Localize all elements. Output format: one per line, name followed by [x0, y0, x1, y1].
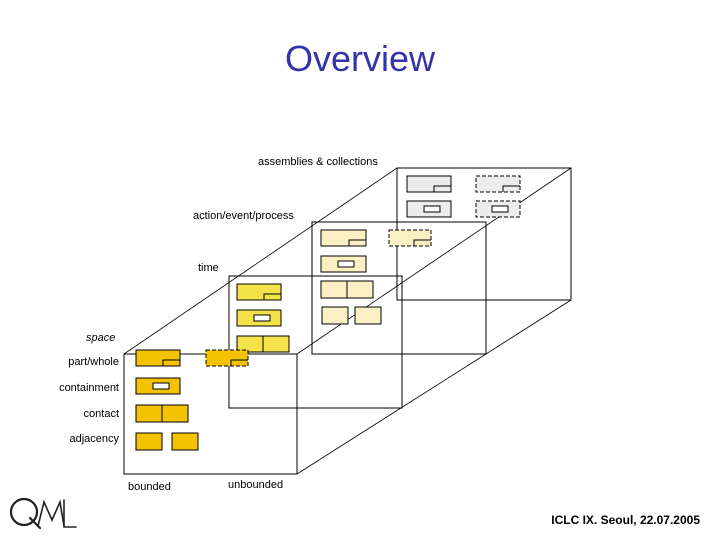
logo-l — [63, 499, 77, 528]
time-containment-bounded-inner — [253, 314, 271, 322]
assemblies-partwhole-unbounded — [475, 175, 521, 193]
space-partwhole-unbounded-notch — [230, 359, 248, 366]
action-adjacency-right — [354, 306, 382, 325]
assemblies-containment-bounded-inner — [423, 205, 441, 213]
time-partwhole-bounded — [236, 283, 282, 301]
action-contact-right — [346, 280, 374, 299]
column-label-unbounded: unbounded — [228, 479, 284, 491]
action-partwhole-bounded-notch — [348, 239, 366, 246]
space-contact-right — [161, 404, 189, 423]
assemblies-partwhole-unbounded-notch — [502, 185, 520, 192]
space-contact-left — [135, 404, 163, 423]
assemblies-partwhole-bounded — [406, 175, 452, 193]
action-partwhole-bounded — [320, 229, 367, 247]
depth-line-bottom-right — [296, 299, 572, 475]
action-partwhole-unbounded — [388, 229, 432, 247]
label-space: space — [86, 332, 116, 344]
action-containment-bounded-inner — [337, 260, 355, 268]
space-partwhole-bounded — [135, 349, 181, 367]
space-containment-bounded-inner — [152, 382, 170, 390]
row-label-part-whole: part/whole — [68, 356, 119, 368]
space-partwhole-unbounded — [205, 349, 249, 367]
depth-line-top-left — [123, 167, 398, 355]
logo-q-ring — [9, 497, 39, 527]
footer-conference: ICLC IX. Seoul, 22.07.2005 — [551, 513, 700, 527]
assemblies-containment-unbounded-inner — [491, 205, 509, 213]
space-adjacency-left — [135, 432, 163, 451]
action-partwhole-unbounded-notch — [413, 239, 431, 246]
row-label-adjacency: adjacency — [69, 433, 119, 445]
time-frame — [228, 275, 403, 409]
time-contact-right — [262, 335, 290, 353]
action-adjacency-left — [321, 306, 349, 325]
qml-logo — [9, 497, 77, 530]
time-partwhole-bounded-notch — [263, 293, 281, 300]
time-glyphs — [236, 283, 290, 353]
logo-m — [37, 499, 65, 527]
space-partwhole-bounded-notch — [162, 359, 180, 366]
action-frame — [311, 221, 487, 355]
time-contact-left — [236, 335, 264, 353]
column-label-bounded: bounded — [128, 481, 171, 493]
action-contact-left — [320, 280, 348, 299]
space-glyphs — [135, 349, 249, 451]
slide-title: Overview — [284, 38, 436, 79]
label-time: time — [198, 262, 219, 274]
assemblies-glyphs — [406, 175, 521, 218]
row-label-contact: contact — [83, 408, 119, 420]
action-glyphs — [320, 229, 432, 325]
label-assemblies-collections: assemblies & collections — [258, 156, 378, 168]
label-action-event-process: action/event/process — [193, 210, 294, 222]
row-label-containment: containment — [59, 382, 119, 394]
space-adjacency-right — [171, 432, 199, 451]
assemblies-partwhole-bounded-notch — [433, 185, 451, 192]
